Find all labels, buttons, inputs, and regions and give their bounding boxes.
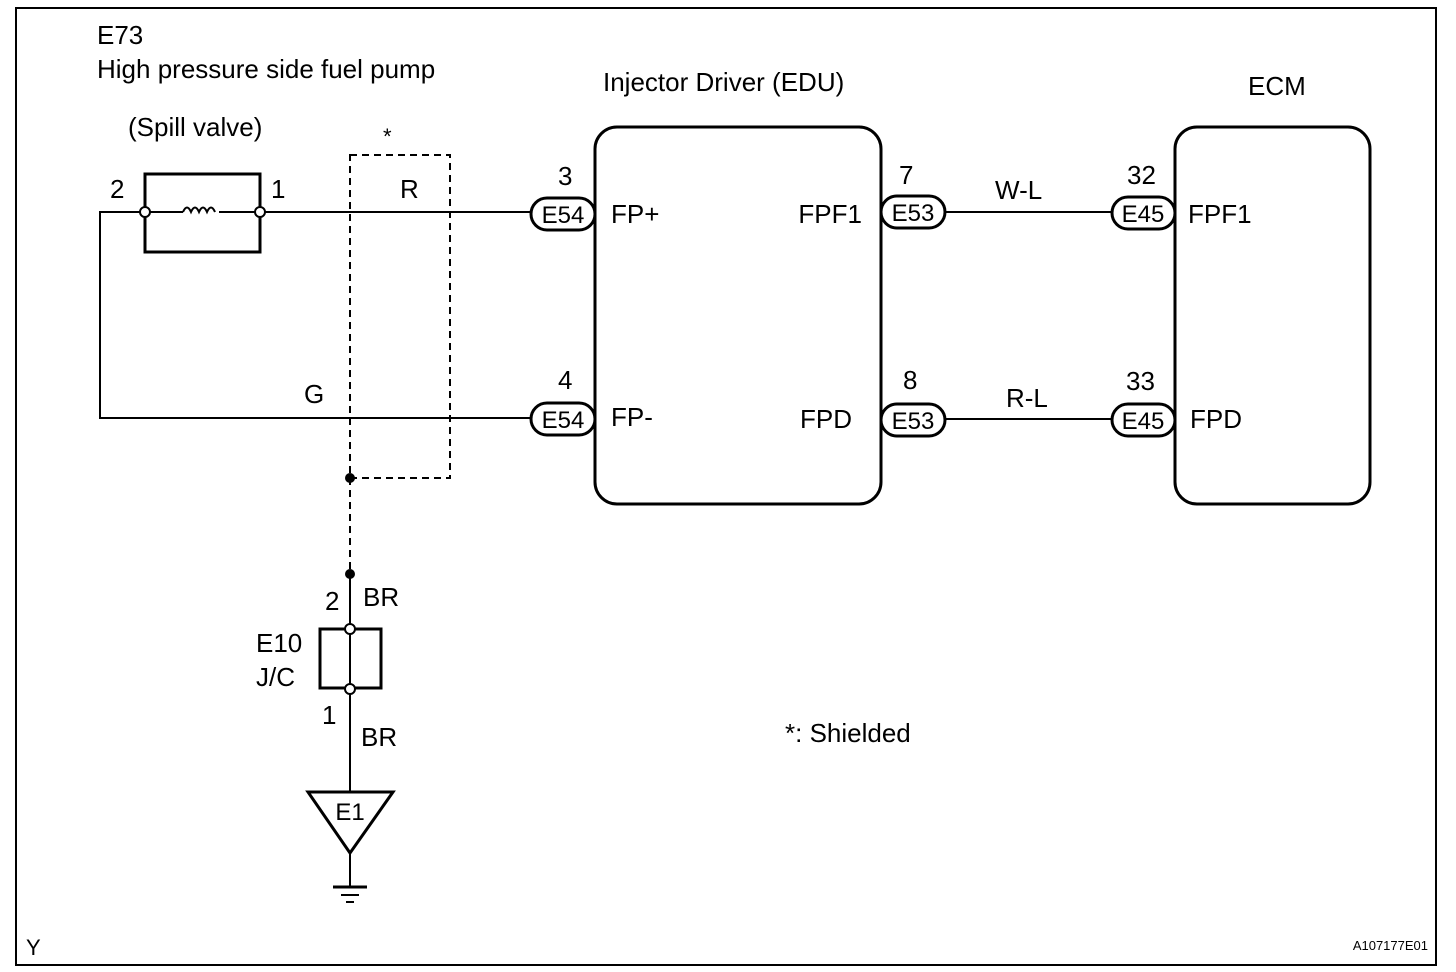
- ground-icon: [333, 885, 367, 903]
- edu-pin-8-number: 8: [903, 365, 917, 395]
- diagram-frame: [15, 7, 1437, 966]
- pump-code: E73: [97, 20, 143, 50]
- connector-e45-bottom-label: E45: [1122, 408, 1165, 435]
- connector-e54-top-label: E54: [542, 202, 585, 229]
- ecm-title: ECM: [1248, 71, 1306, 101]
- connector-e53-top-label: E53: [892, 200, 935, 227]
- edu-pin-fp-plus: FP+: [611, 199, 659, 229]
- ecm-pin-fpf1: FPF1: [1188, 199, 1252, 229]
- connector-e54-top: [529, 196, 597, 232]
- coil-icon: [182, 206, 216, 215]
- jc-pin-top: [344, 623, 356, 635]
- diagram-id: A107177E01: [1353, 938, 1428, 953]
- wire-w-l-label: W-L: [995, 175, 1042, 205]
- shield-box: [349, 154, 451, 479]
- connector-e45-top: [1110, 195, 1177, 231]
- connector-e45-bottom: [1110, 402, 1177, 438]
- jc-pin-1-number: 1: [322, 700, 336, 730]
- pump-pin-right-number: 1: [271, 174, 285, 204]
- ecm-pin-33-number: 33: [1126, 366, 1155, 396]
- corner-mark: Y: [26, 935, 41, 960]
- wire-br-top-label: BR: [363, 582, 399, 612]
- wire-r-label: R: [400, 174, 419, 204]
- pump-name: High pressure side fuel pump: [97, 54, 435, 84]
- edu-box: [593, 125, 883, 506]
- pump-pin-left: [139, 206, 151, 218]
- pump-pin-left-number: 2: [110, 174, 124, 204]
- jc-pin-bottom: [344, 683, 356, 695]
- ecm-pin-32-number: 32: [1127, 160, 1156, 190]
- jc-name: J/C: [256, 662, 295, 692]
- ground-point-label: E1: [335, 799, 364, 826]
- wire-r-l-label: R-L: [1006, 383, 1048, 413]
- edu-pin-3-number: 3: [558, 161, 572, 191]
- connector-e45-top-label: E45: [1122, 201, 1165, 228]
- jc-pin-2-number: 2: [325, 586, 339, 616]
- edu-pin-7-number: 7: [899, 160, 913, 190]
- connector-e54-bottom: [529, 401, 597, 437]
- ground-point-triangle: [305, 790, 396, 856]
- connector-e54-bottom-label: E54: [542, 407, 585, 434]
- wire-g: [99, 211, 530, 419]
- edu-pin-fpf1: FPF1: [798, 199, 862, 229]
- edu-title: Injector Driver (EDU): [603, 67, 844, 97]
- edu-pin-4-number: 4: [558, 365, 572, 395]
- wire-g-label: G: [304, 379, 324, 409]
- pump-pin-right: [254, 206, 266, 218]
- pump-part-label: (Spill valve): [128, 112, 262, 142]
- shield-mark: *: [383, 124, 392, 149]
- connector-e53-bottom-label: E53: [892, 408, 935, 435]
- shield-junction-dot: [345, 473, 355, 483]
- edu-pin-fp-minus: FP-: [611, 402, 653, 432]
- wire-br-bottom-label: BR: [361, 722, 397, 752]
- shielded-note: *: Shielded: [785, 718, 911, 748]
- ecm-box: [1173, 125, 1372, 506]
- ecm-pin-fpd: FPD: [1190, 404, 1242, 434]
- edu-pin-fpd: FPD: [800, 404, 852, 434]
- jc-code: E10: [256, 628, 302, 658]
